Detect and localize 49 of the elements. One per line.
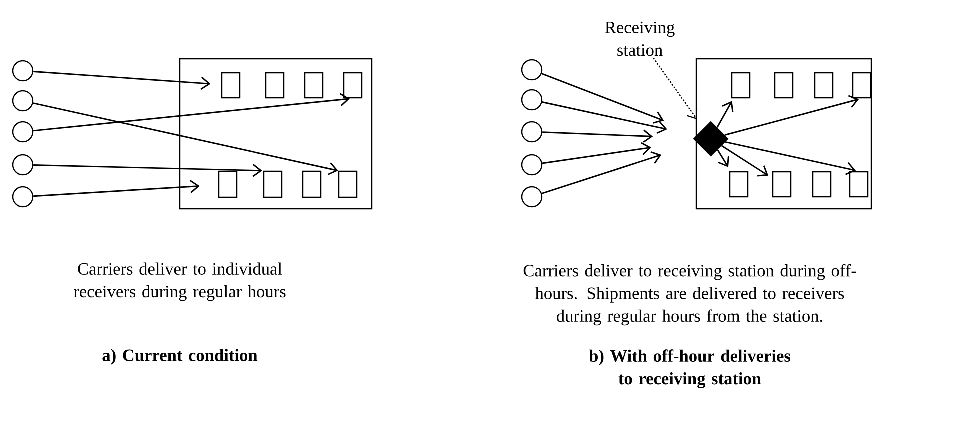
receiver-box [304, 72, 324, 99]
receiver-box [812, 171, 832, 198]
callout-text: Receiving station [605, 22, 675, 56]
arrow [542, 151, 662, 194]
receiver-box [218, 170, 238, 198]
arrow [716, 101, 734, 128]
carrier-circle [12, 186, 34, 208]
receiver-box [263, 170, 283, 198]
carrier-circle [12, 154, 34, 176]
receiver-box [731, 72, 751, 99]
arrow [721, 145, 769, 177]
arrow [725, 141, 856, 176]
carrier-circle [12, 90, 34, 112]
carrier-circle [521, 89, 543, 111]
panel-title: a) Current condition [102, 349, 258, 365]
carrier-circle [521, 121, 543, 143]
caption-text: Carriers deliver to receiving station during off-hours. Shipments are delivered to receivers during regular hours from the station. [524, 264, 856, 326]
carrier-circle [521, 59, 543, 81]
receiver-box [729, 171, 749, 198]
arrow [724, 95, 860, 136]
arrow [542, 142, 652, 164]
carrier-circle [12, 121, 34, 143]
carrier-circle [12, 60, 34, 82]
receiver-box [338, 170, 358, 198]
arrow [34, 180, 200, 198]
receiver-box [221, 72, 241, 99]
receiver-box [302, 170, 322, 198]
receiver-box [852, 72, 872, 99]
receiver-box [814, 72, 834, 99]
receiver-box [849, 171, 869, 198]
receiver-box [343, 72, 363, 99]
leader-line [653, 58, 698, 120]
panel-title: b) With off-hour deliveries to receiving station [589, 350, 791, 388]
arrow [33, 102, 338, 176]
arrow [542, 73, 664, 124]
building-box [179, 58, 373, 210]
arrow [34, 71, 211, 90]
arrow [542, 130, 654, 143]
receiver-box [774, 72, 794, 99]
carrier-circle [521, 186, 543, 208]
carrier-circle [521, 154, 543, 176]
arrow [34, 164, 262, 178]
arrow [717, 150, 730, 168]
arrow [33, 93, 350, 132]
building-box [696, 58, 872, 210]
arrow [542, 102, 668, 134]
receiver-box [265, 72, 285, 99]
receiver-box [772, 171, 792, 198]
caption-text: Carriers deliver to individual receivers during regular hours [74, 262, 286, 302]
